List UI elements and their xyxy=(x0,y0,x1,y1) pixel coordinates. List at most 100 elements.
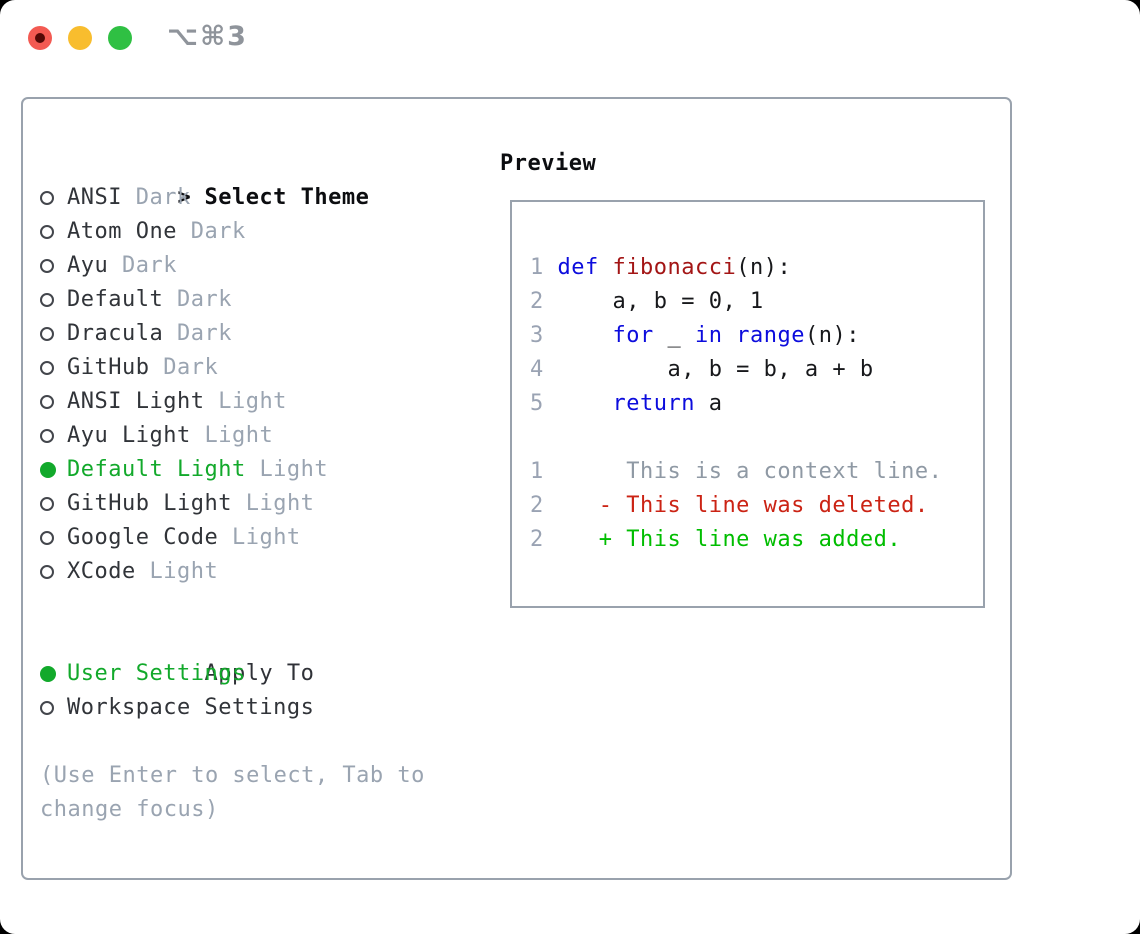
option-label: Ayu xyxy=(67,253,109,278)
theme-option-default[interactable]: Default Dark xyxy=(40,283,480,317)
code-line: 2 a, b = 0, 1 xyxy=(530,285,942,319)
traffic-lights xyxy=(28,26,132,50)
line-number: 1 xyxy=(530,255,544,280)
option-label: Atom One xyxy=(67,219,177,244)
token-plain xyxy=(558,391,613,416)
theme-option-atom-one[interactable]: Atom One Dark xyxy=(40,215,480,249)
theme-option-ayu[interactable]: Ayu Dark xyxy=(40,249,480,283)
code-line xyxy=(530,421,942,455)
minimize-button-icon[interactable] xyxy=(68,26,92,50)
theme-option-github[interactable]: GitHub Dark xyxy=(40,351,480,385)
theme-option-github-light[interactable]: GitHub Light Light xyxy=(40,487,480,521)
option-variant: Dark xyxy=(135,185,191,210)
radio-icon xyxy=(40,419,67,453)
close-button-icon[interactable] xyxy=(28,26,52,50)
line-number: 2 xyxy=(530,289,544,314)
option-variant: Dark xyxy=(190,219,246,244)
option-variant: Light xyxy=(204,423,274,448)
option-variant: Dark xyxy=(176,321,232,346)
radio-selected-icon xyxy=(40,453,67,487)
code-line: 1 This is a context line. xyxy=(530,455,942,489)
line-number: 2 xyxy=(530,493,544,518)
radio-icon xyxy=(40,317,67,351)
radio-icon xyxy=(40,215,67,249)
line-number: 4 xyxy=(530,357,544,382)
gap xyxy=(40,725,480,759)
option-label: Ayu Light xyxy=(67,423,191,448)
select-theme-label: Select Theme xyxy=(204,185,370,210)
token-fn: fibonacci xyxy=(612,255,737,280)
token-plain: a, b = b, a + b xyxy=(557,357,874,382)
theme-option-dracula[interactable]: Dracula Dark xyxy=(40,317,480,351)
radio-icon xyxy=(40,521,67,555)
option-variant: Light xyxy=(218,389,287,414)
line-number: 2 xyxy=(530,527,544,552)
token-plain xyxy=(599,255,613,280)
option-label: XCode xyxy=(67,559,136,584)
gap xyxy=(40,589,480,623)
code-line: 2 + This line was added. xyxy=(530,523,942,557)
option-label: ANSI Light xyxy=(67,389,205,414)
code-line: 3 for _ in range(n): xyxy=(530,319,942,353)
prompt-icon: > xyxy=(177,185,192,210)
option-label: User Settings xyxy=(67,661,246,686)
radio-icon xyxy=(40,249,67,283)
option-label: GitHub xyxy=(67,355,150,380)
zoom-button-icon[interactable] xyxy=(108,26,132,50)
token-plain: (n): xyxy=(804,323,860,348)
token-plain: (n): xyxy=(736,255,792,280)
radio-icon xyxy=(40,487,67,521)
option-label: Default Light xyxy=(67,457,246,482)
theme-option-ansi-light[interactable]: ANSI Light Light xyxy=(40,385,480,419)
radio-icon xyxy=(40,691,67,725)
code-line: 4 a, b = b, a + b xyxy=(530,353,942,387)
token-del: - This line was deleted. xyxy=(557,493,929,518)
token-kw: in xyxy=(694,323,723,348)
option-label: Google Code xyxy=(67,525,219,550)
option-label: Default xyxy=(67,287,164,312)
radio-icon xyxy=(40,181,67,215)
token-kw: return xyxy=(612,391,695,416)
apply-to-header: Apply To xyxy=(40,623,480,686)
theme-option-ansi[interactable]: ANSI Dark xyxy=(40,181,480,215)
line-number: 5 xyxy=(530,391,544,416)
apply-option-user-settings[interactable]: User Settings xyxy=(40,657,480,691)
radio-icon xyxy=(40,283,67,317)
option-variant: Light xyxy=(149,559,219,584)
option-label: GitHub Light xyxy=(67,491,232,516)
apply-option-workspace-settings[interactable]: Workspace Settings xyxy=(40,691,480,725)
radio-selected-icon xyxy=(40,657,67,691)
keyboard-hint: (Use Enter to select, Tab to change focu… xyxy=(40,763,425,822)
token-kw: range xyxy=(736,323,805,348)
option-variant: Dark xyxy=(176,287,232,312)
line-number: 1 xyxy=(530,459,544,484)
radio-icon xyxy=(40,385,67,419)
option-label: Workspace Settings xyxy=(67,695,315,720)
token-kw: def xyxy=(557,255,599,280)
option-variant: Dark xyxy=(122,253,177,278)
radio-icon xyxy=(40,351,67,385)
preview-title: Preview xyxy=(500,151,597,176)
token-plain: a xyxy=(694,391,723,416)
theme-option-default-light[interactable]: Default Light Light xyxy=(40,453,480,487)
select-theme-header: > Select Theme xyxy=(40,147,480,210)
theme-option-google-code[interactable]: Google Code Light xyxy=(40,521,480,555)
option-label: Dracula xyxy=(67,321,164,346)
code-line: 1 def fibonacci(n): xyxy=(530,251,942,285)
theme-option-ayu-light[interactable]: Ayu Light Light xyxy=(40,419,480,453)
window-title: ⌥⌘3 xyxy=(167,21,248,52)
apply-to-label: Apply To xyxy=(204,661,315,686)
option-variant: Light xyxy=(245,491,315,516)
theme-option-xcode[interactable]: XCode Light xyxy=(40,555,480,589)
token-plain: a, b = 0, 1 xyxy=(557,289,764,314)
token-add: + This line was added. xyxy=(557,527,902,552)
option-label: ANSI xyxy=(67,185,122,210)
line-number: 3 xyxy=(530,323,544,348)
